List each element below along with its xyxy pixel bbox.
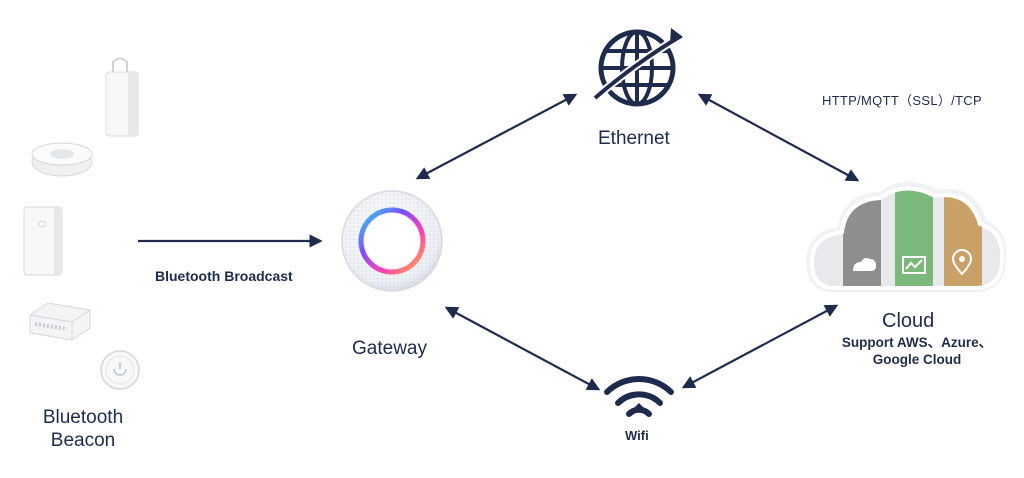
wifi-dot	[633, 403, 645, 409]
beacon-tag-device	[105, 57, 139, 137]
beacon-card-device	[23, 206, 63, 276]
cloud-services-icon	[806, 181, 1007, 292]
arrow-gateway-wifi	[444, 306, 601, 391]
cloud-label: Cloud	[882, 310, 935, 332]
protocol-label: HTTP/MQTT（SSL）/TCP	[822, 93, 982, 108]
ethernet-label: Ethernet	[598, 128, 670, 149]
beacon-puck-device	[31, 142, 93, 177]
globe-network-icon	[592, 28, 684, 107]
beacon-label: Bluetooth Beacon	[42, 407, 124, 451]
wifi-label: Wifi	[625, 428, 649, 443]
beacon-box-device	[29, 302, 91, 341]
cloud-support-label: Support AWS、Azure、Google Cloud	[841, 335, 993, 367]
gateway-label: Gateway	[352, 338, 427, 359]
mini-cloud-icon	[853, 258, 876, 271]
broadcast-label: Bluetooth Broadcast	[155, 268, 293, 284]
arrow-gateway-ethernet	[415, 93, 578, 180]
mini-chart-icon	[902, 256, 926, 274]
connection-arrows	[138, 93, 860, 391]
wifi-icon	[604, 376, 674, 417]
gateway-device	[341, 190, 443, 292]
beacon-round-device	[100, 350, 140, 390]
bluetooth-beacon-devices	[23, 57, 140, 390]
arrow-wifi-cloud	[681, 304, 839, 389]
arrow-ethernet-cloud	[697, 93, 860, 182]
mini-location-icon	[951, 249, 973, 276]
